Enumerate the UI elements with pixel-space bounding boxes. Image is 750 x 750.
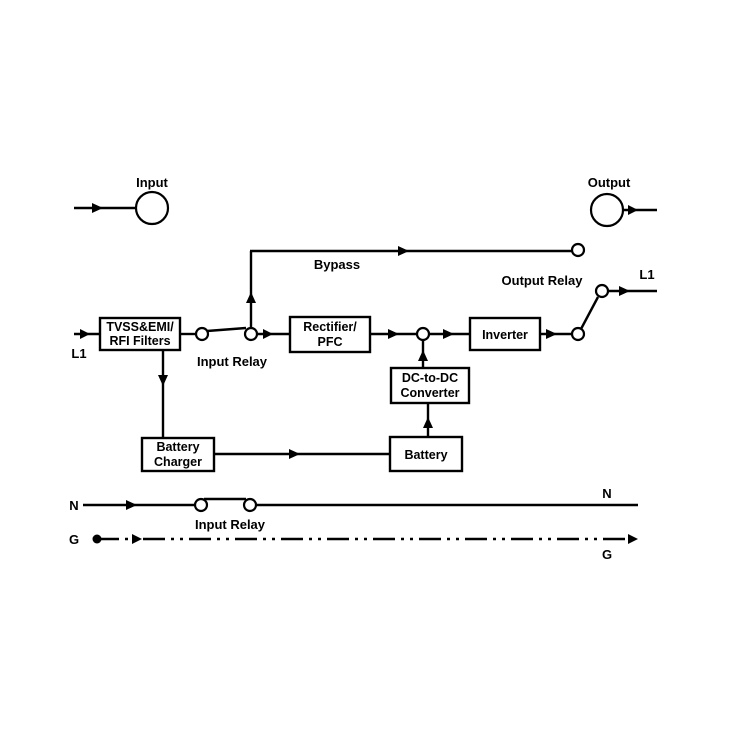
output-relay-node-low (570, 326, 586, 342)
neutral-line: N Input Relay N (69, 486, 638, 532)
arrow-icon (628, 534, 638, 544)
n-right-label: N (602, 486, 611, 501)
input-circle-icon (134, 190, 170, 226)
output-legend: Output (588, 175, 657, 228)
filters-label-line2: RFI Filters (109, 334, 170, 348)
arrow-icon (443, 329, 454, 339)
arrow-icon (158, 375, 168, 386)
g-right-label: G (602, 547, 612, 562)
rectifier-label-line1: Rectifier/ (303, 320, 357, 334)
bypass-contact-node (570, 242, 586, 258)
arrow-icon (246, 292, 256, 303)
dc-bus-junction-node (415, 326, 431, 342)
arrow-icon (628, 205, 638, 215)
output-circle-icon (589, 192, 625, 228)
charger-label-line1: Battery (156, 440, 199, 454)
n-left-label: N (69, 498, 78, 513)
g-left-label: G (69, 532, 79, 547)
rectifier-block: Rectifier/ PFC (288, 315, 372, 354)
arrow-icon (619, 286, 630, 296)
input-relay-label-top: Input Relay (197, 354, 268, 369)
filters-block: TVSS&EMI/ RFI Filters (98, 316, 182, 352)
arrow-icon (398, 246, 409, 256)
input-relay-node-left (194, 326, 210, 342)
arrow-icon (546, 329, 557, 339)
input-relay-label-bottom: Input Relay (195, 517, 266, 532)
arrow-icon (92, 203, 103, 213)
bypass-path: Bypass (246, 242, 586, 328)
inverter-block: Inverter (468, 316, 542, 352)
ground-line: G G (69, 532, 638, 562)
l1-output-label: L1 (639, 267, 654, 282)
charger-label-line2: Charger (154, 455, 202, 469)
arrow-icon (80, 329, 90, 339)
battery-label: Battery (404, 448, 447, 462)
input-legend-label: Input (136, 175, 168, 190)
arrow-icon (289, 449, 300, 459)
output-relay-label: Output Relay (502, 273, 584, 288)
output-legend-label: Output (588, 175, 631, 190)
charger-block: Battery Charger (140, 436, 216, 473)
l1-main-path: L1 Input Relay Output Relay L1 (71, 267, 657, 369)
arrow-icon (418, 350, 428, 361)
battery-branch (158, 340, 433, 459)
battery-block: Battery (388, 435, 464, 473)
filters-label-line1: TVSS&EMI/ (106, 320, 174, 334)
l1-input-label: L1 (71, 346, 86, 361)
input-relay-node-right (243, 326, 259, 342)
n-relay-node-right (242, 497, 258, 513)
dcdc-label-line1: DC-to-DC (402, 371, 458, 385)
rectifier-label-line2: PFC (318, 335, 343, 349)
arrow-icon (423, 417, 433, 428)
dcdc-label-line2: Converter (400, 386, 459, 400)
inverter-label: Inverter (482, 328, 528, 342)
input-legend: Input (74, 175, 170, 226)
arrow-icon (263, 329, 273, 339)
arrow-icon (388, 329, 399, 339)
output-relay-node-high (594, 283, 610, 299)
arrow-icon (132, 534, 142, 544)
bypass-label: Bypass (314, 257, 360, 272)
n-relay-node-left (193, 497, 209, 513)
arrow-icon (126, 500, 137, 510)
dcdc-block: DC-to-DC Converter (389, 366, 471, 405)
